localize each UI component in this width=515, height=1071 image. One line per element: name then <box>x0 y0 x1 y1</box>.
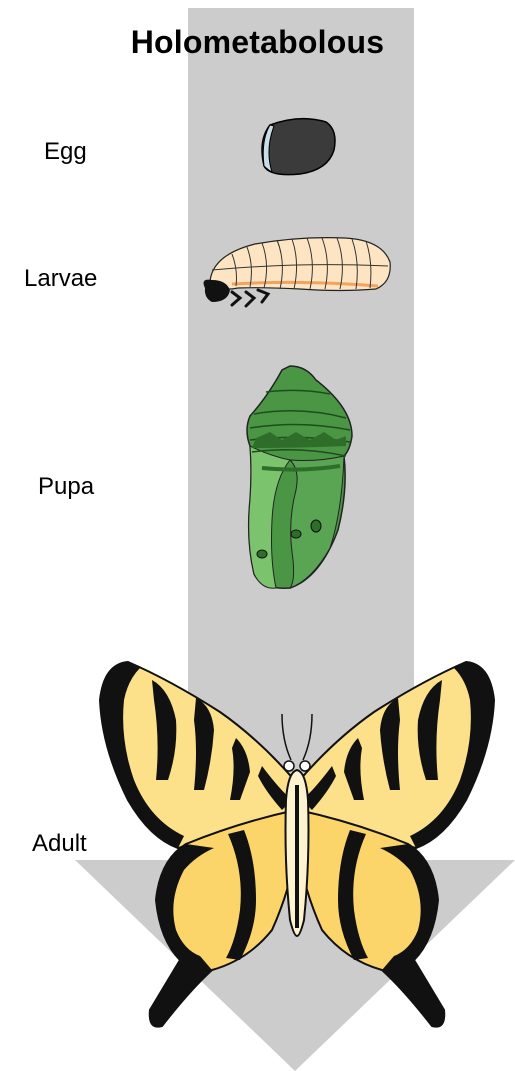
diagram-title: Holometabolous <box>0 24 515 61</box>
stage-label-adult: Adult <box>32 830 87 858</box>
stage-label-larvae: Larvae <box>24 265 97 293</box>
stage-label-pupa: Pupa <box>38 473 94 501</box>
stage-label-egg: Egg <box>44 138 87 166</box>
